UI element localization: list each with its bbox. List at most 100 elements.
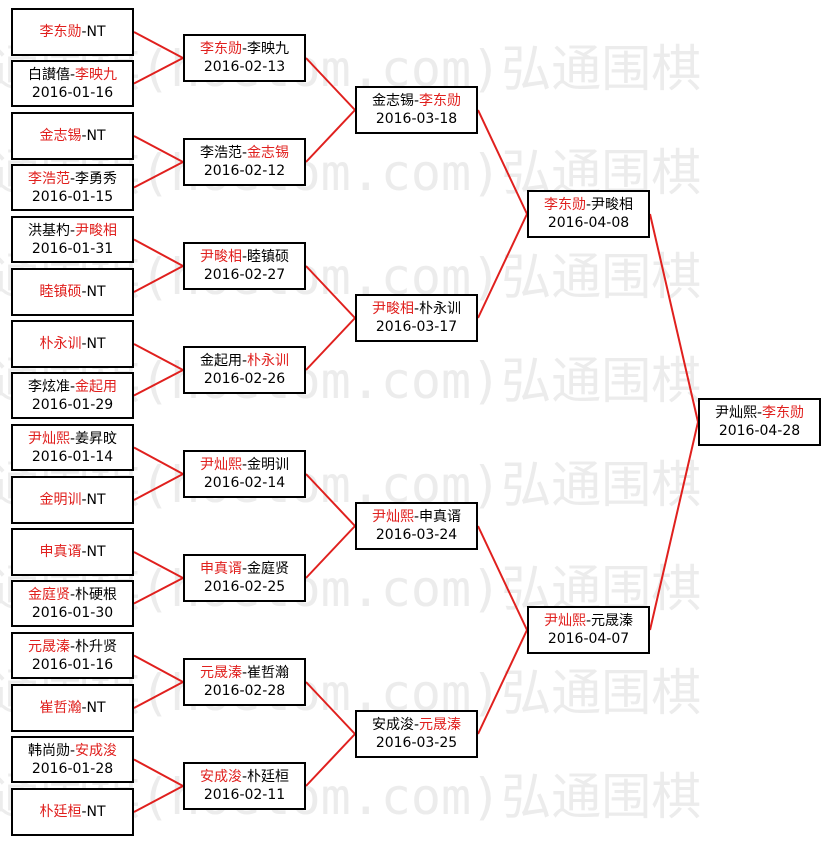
match-players: 金庭贤-朴硬根 — [28, 586, 117, 604]
player-1: 金明训 — [39, 492, 82, 508]
separator: - — [69, 586, 76, 603]
match-box: 金明训-NT — [11, 476, 134, 524]
match-date: 2016-02-28 — [203, 683, 286, 699]
separator: - — [241, 665, 248, 681]
match-date: 2016-04-07 — [547, 631, 630, 647]
separator: - — [241, 249, 248, 265]
player-1: 申真谞 — [199, 561, 242, 577]
separator: - — [756, 405, 763, 421]
player-2: 朴廷桓 — [247, 769, 290, 785]
match-date: 2016-02-14 — [203, 475, 286, 491]
match-box: 睦镇硕-NT — [11, 268, 134, 316]
player-1: 李东勋 — [39, 24, 82, 40]
player-1: 尹畯相 — [371, 301, 414, 317]
connector-line — [477, 109, 528, 215]
connector-line — [133, 343, 184, 371]
connector-line — [133, 57, 184, 85]
separator: - — [69, 430, 76, 447]
match-date: 2016-03-24 — [375, 527, 458, 543]
player-2: NT — [86, 804, 106, 820]
connector-line — [133, 161, 184, 189]
player-1: 尹灿熙 — [714, 405, 757, 421]
player-1: 睦镇硕 — [39, 284, 82, 300]
connector-line — [305, 525, 356, 579]
player-2: 李映九 — [75, 66, 118, 83]
player-1: 申真谞 — [39, 544, 82, 560]
player-2: 崔哲瀚 — [247, 665, 290, 681]
player-1: 金起用 — [199, 353, 242, 369]
separator: - — [413, 301, 420, 317]
separator: - — [241, 145, 248, 161]
player-1: 金志锡 — [39, 128, 82, 144]
player-2: NT — [86, 700, 106, 716]
connector-line — [133, 369, 184, 397]
connector-line — [133, 265, 184, 293]
player-2: 朴硬根 — [75, 586, 118, 603]
match-players: 元晟溱-崔哲瀚 — [200, 664, 289, 682]
match-players: 元晟溱-朴升贤 — [28, 638, 117, 656]
match-players: 金明训-NT — [39, 491, 105, 509]
separator: - — [81, 336, 87, 352]
connector-line — [305, 57, 356, 111]
player-1: 金志锡 — [371, 93, 414, 109]
match-players: 李浩范-李勇秀 — [28, 170, 117, 188]
player-1: 安成浚 — [371, 717, 414, 733]
connector-line — [649, 213, 699, 423]
player-1: 韩尚勋 — [27, 742, 70, 759]
player-1: 白讃僖 — [27, 66, 70, 83]
match-players: 金起用-朴永训 — [200, 352, 289, 370]
separator: - — [69, 66, 76, 83]
player-2: 尹畯相 — [591, 197, 634, 213]
match-players: 申真谞-NT — [39, 543, 105, 561]
player-1: 元晟溱 — [199, 665, 242, 681]
separator: - — [413, 93, 420, 109]
player-1: 尹畯相 — [199, 249, 242, 265]
connector-line — [133, 681, 184, 709]
separator: - — [585, 613, 592, 629]
match-date: 2016-04-08 — [547, 215, 630, 231]
player-2: 金庭贤 — [247, 561, 290, 577]
match-players: 白讃僖-李映九 — [28, 66, 117, 84]
match-players: 尹灿熙-申真谞 — [372, 508, 461, 526]
match-box: 崔哲瀚-NT — [11, 684, 134, 732]
separator: - — [413, 509, 420, 525]
player-2: 朴永训 — [247, 353, 290, 369]
player-1: 金庭贤 — [27, 586, 70, 603]
connector-line — [305, 109, 356, 163]
player-2: NT — [86, 492, 106, 508]
separator: - — [69, 638, 76, 655]
match-date: 2016-01-29 — [31, 396, 114, 413]
connector-line — [133, 785, 184, 813]
match-players: 尹畯相-睦镇硕 — [200, 248, 289, 266]
player-1: 李东勋 — [199, 41, 242, 57]
separator: - — [241, 41, 248, 57]
match-players: 安成浚-朴廷桓 — [200, 768, 289, 786]
player-2: 李勇秀 — [75, 170, 118, 187]
separator: - — [81, 284, 87, 300]
connector-line — [305, 733, 356, 787]
player-1: 元晟溱 — [27, 638, 70, 655]
separator: - — [81, 544, 87, 560]
separator: - — [69, 170, 76, 187]
separator: - — [81, 700, 87, 716]
match-date: 2016-01-28 — [31, 760, 114, 777]
player-1: 李浩范 — [27, 170, 70, 187]
player-1: 尹灿熙 — [199, 457, 242, 473]
player-2: 睦镇硕 — [247, 249, 290, 265]
match-date: 2016-02-12 — [203, 163, 286, 179]
match-players: 李炫准-金起用 — [28, 378, 117, 396]
player-2: 朴永训 — [419, 301, 462, 317]
player-1: 尹灿熙 — [371, 509, 414, 525]
separator: - — [81, 128, 87, 144]
